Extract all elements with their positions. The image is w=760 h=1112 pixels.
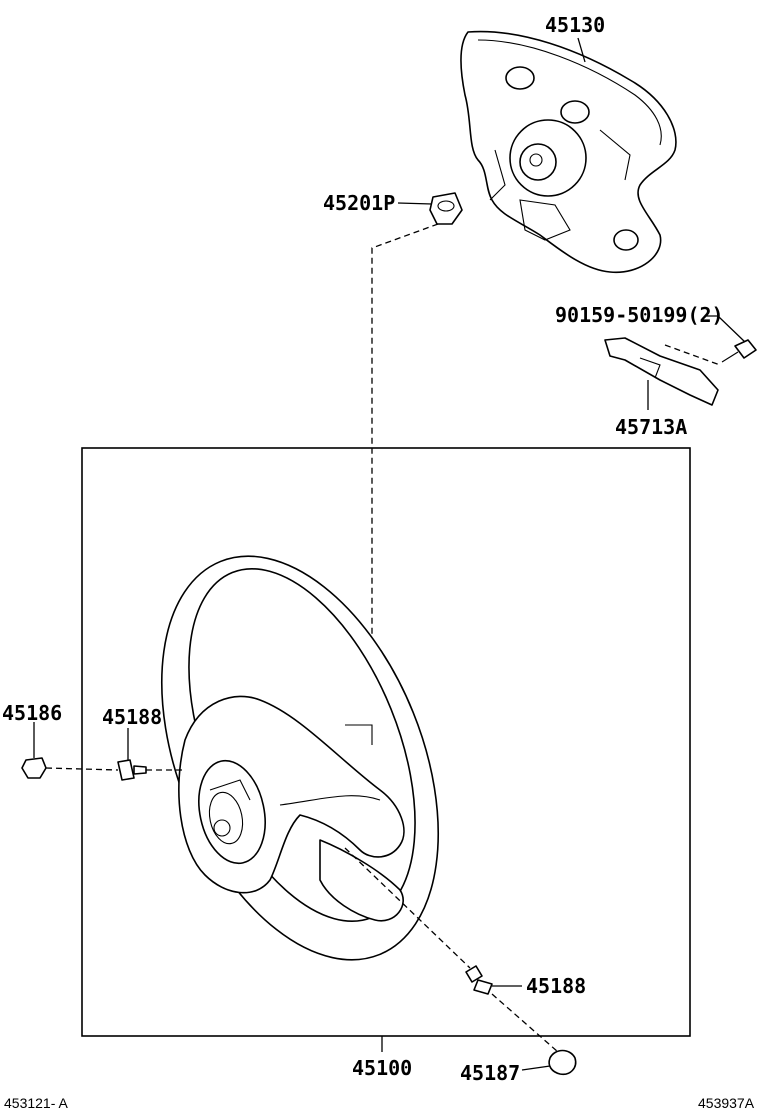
assembly-frame <box>81 447 691 1037</box>
dash-line-cover <box>491 993 559 1053</box>
cover-lower-drawing <box>548 1049 577 1076</box>
part-label-45188-left: 45188 <box>102 705 162 729</box>
pad-nut-drawing <box>429 192 463 225</box>
cover-cap-drawing <box>21 757 47 779</box>
part-label-90159: 90159-50199(2) <box>555 303 724 327</box>
footer-left-code: 453121- A <box>4 1095 68 1111</box>
dash-line-nut-to-wheel <box>371 223 439 640</box>
airbag-pad-drawing <box>460 30 677 274</box>
part-label-45130: 45130 <box>545 13 605 37</box>
steering-wheel-drawing <box>160 555 440 961</box>
part-label-45201P: 45201P <box>323 191 395 215</box>
footer-right-code: 453937A <box>698 1095 755 1111</box>
screw-right-drawing <box>465 965 493 995</box>
dash-line-cap <box>45 767 119 771</box>
dash-line-screw-right <box>344 847 471 969</box>
bracket-drawing <box>604 337 721 406</box>
screw-left-drawing <box>117 759 147 781</box>
part-label-45713A: 45713A <box>615 415 687 439</box>
part-label-45186: 45186 <box>2 701 62 725</box>
bracket-bolt-drawing <box>721 339 757 363</box>
part-label-45188-right: 45188 <box>526 974 586 998</box>
leader-45201P <box>397 202 433 205</box>
leader-90159 <box>705 315 746 343</box>
leader-45187 <box>521 1065 551 1071</box>
leader-45130 <box>577 37 586 63</box>
part-label-45100: 45100 <box>352 1056 412 1080</box>
part-label-45187: 45187 <box>460 1061 520 1085</box>
